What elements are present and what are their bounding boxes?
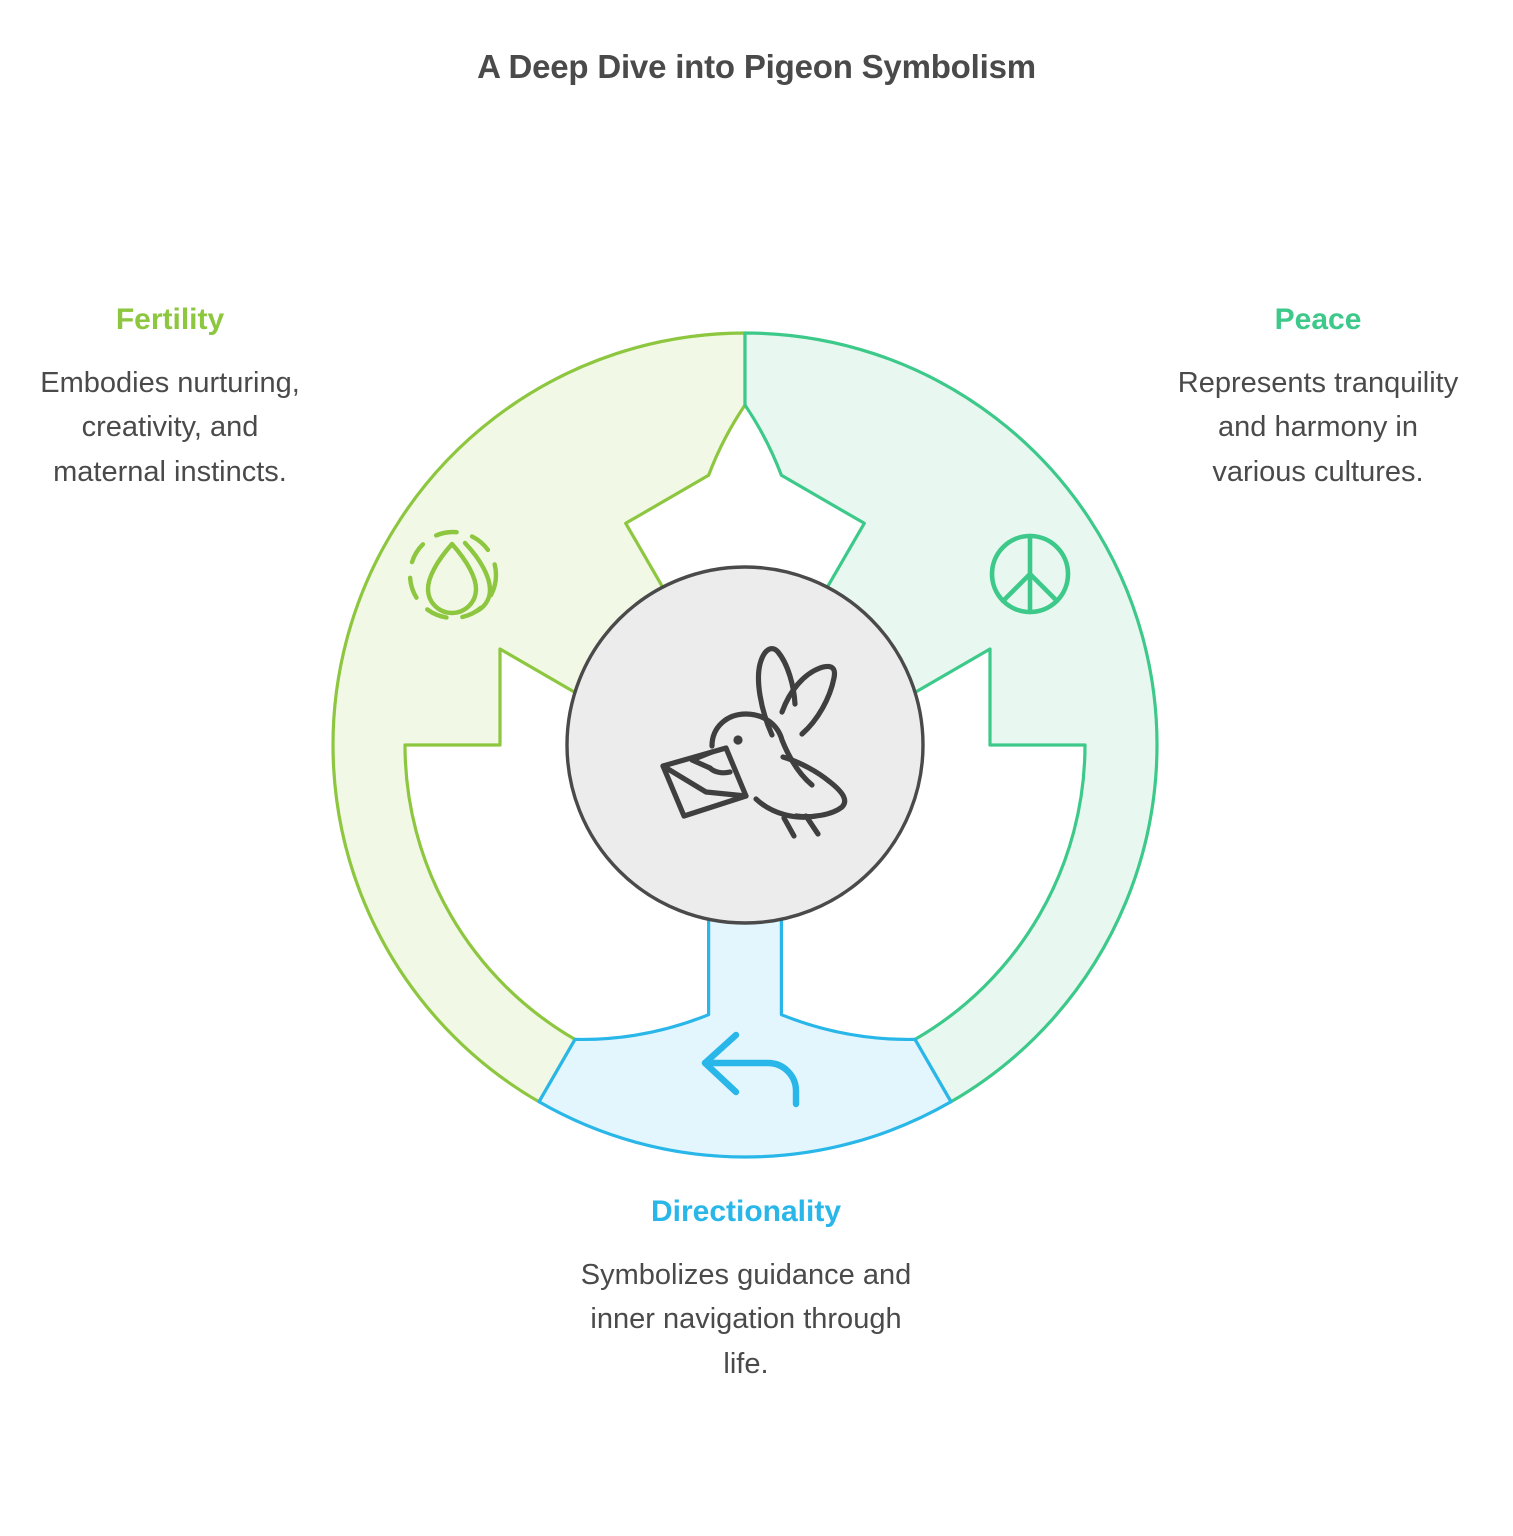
center-node[interactable]	[565, 565, 925, 925]
label-peace: Peace Represents tranquility and harmony…	[1173, 300, 1463, 494]
page-title: A Deep Dive into Pigeon Symbolism	[477, 48, 1036, 85]
segment-directionality[interactable]	[537, 917, 953, 1159]
center-circle[interactable]	[565, 565, 925, 925]
label-directionality-title: Directionality	[650, 1195, 842, 1228]
label-peace-description: Represents tranquility and harmony in va…	[1177, 367, 1459, 488]
fertility-egg-icon	[407, 529, 499, 621]
carrier-pigeon-with-envelope-icon	[660, 646, 848, 839]
label-fertility-description: Embodies nurturing, creativity, and mate…	[40, 367, 300, 488]
label-fertility-title: Fertility	[115, 303, 225, 336]
label-directionality-description: Symbolizes guidance and inner navigation…	[580, 1259, 912, 1380]
label-fertility: Fertility Embodies nurturing, creativity…	[36, 300, 304, 494]
label-peace-title: Peace	[1274, 303, 1362, 336]
curved-back-arrow-icon	[701, 1031, 800, 1108]
peace-symbol-icon	[989, 533, 1071, 615]
label-directionality: Directionality Symbolizes guidance and i…	[565, 1192, 927, 1386]
segment-directionality-shape[interactable]	[537, 917, 953, 1159]
